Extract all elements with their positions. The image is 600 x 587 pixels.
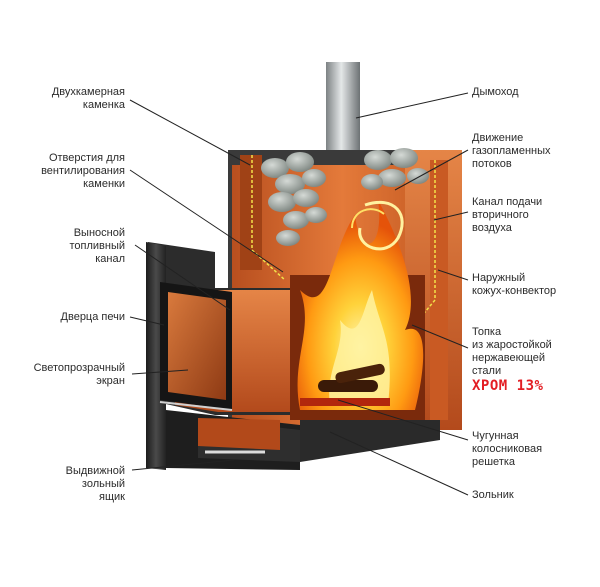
label-door: Дверца печи (60, 311, 125, 323)
leader-grate (337, 399, 469, 441)
leader-ash-pit (329, 431, 469, 496)
leader-vent-holes (129, 169, 284, 273)
label-grate: Чугунная колосниковая решетка (472, 430, 543, 468)
leader-glass-screen (131, 369, 189, 375)
label-ash-pit: Зольник (472, 489, 514, 501)
label-firebox: Топка из жаростойкой нержавеющей стали (472, 326, 552, 377)
label-chimney: Дымоход (472, 86, 519, 98)
leader-double-chamber (129, 99, 251, 166)
leader-chimney (355, 92, 469, 119)
leader-ash-drawer (131, 459, 235, 471)
ash-drawer (166, 410, 440, 470)
label-double-chamber: Двухкамерная каменка (51, 86, 125, 111)
leader-gas-flow (394, 149, 469, 191)
label-ash-drawer: Выдвижной зольный ящик (65, 465, 125, 503)
leader-lines (129, 92, 469, 496)
label-convector: Наружный кожух-конвектор (472, 272, 557, 297)
label-vent-holes: Отверстия для вентилирования каменки (41, 152, 125, 190)
stones (261, 148, 429, 246)
label-gas-flow: Движение газопламенных потоков (472, 132, 551, 170)
label-secondary-air: Канал подачи вторичного воздуха (472, 196, 543, 234)
leader-door (129, 316, 165, 326)
label-glass-screen: Светопрозрачный экран (33, 362, 125, 387)
leader-secondary-air (433, 211, 469, 221)
leader-convector (437, 269, 469, 281)
firebox (290, 200, 425, 420)
label-fuel-channel: Выносной топливный канал (69, 227, 125, 265)
leader-firebox (411, 324, 469, 349)
leader-fuel-channel (134, 244, 231, 311)
stove-door (146, 242, 233, 470)
label-brand-chrome: ХРОМ 13% (472, 378, 544, 394)
